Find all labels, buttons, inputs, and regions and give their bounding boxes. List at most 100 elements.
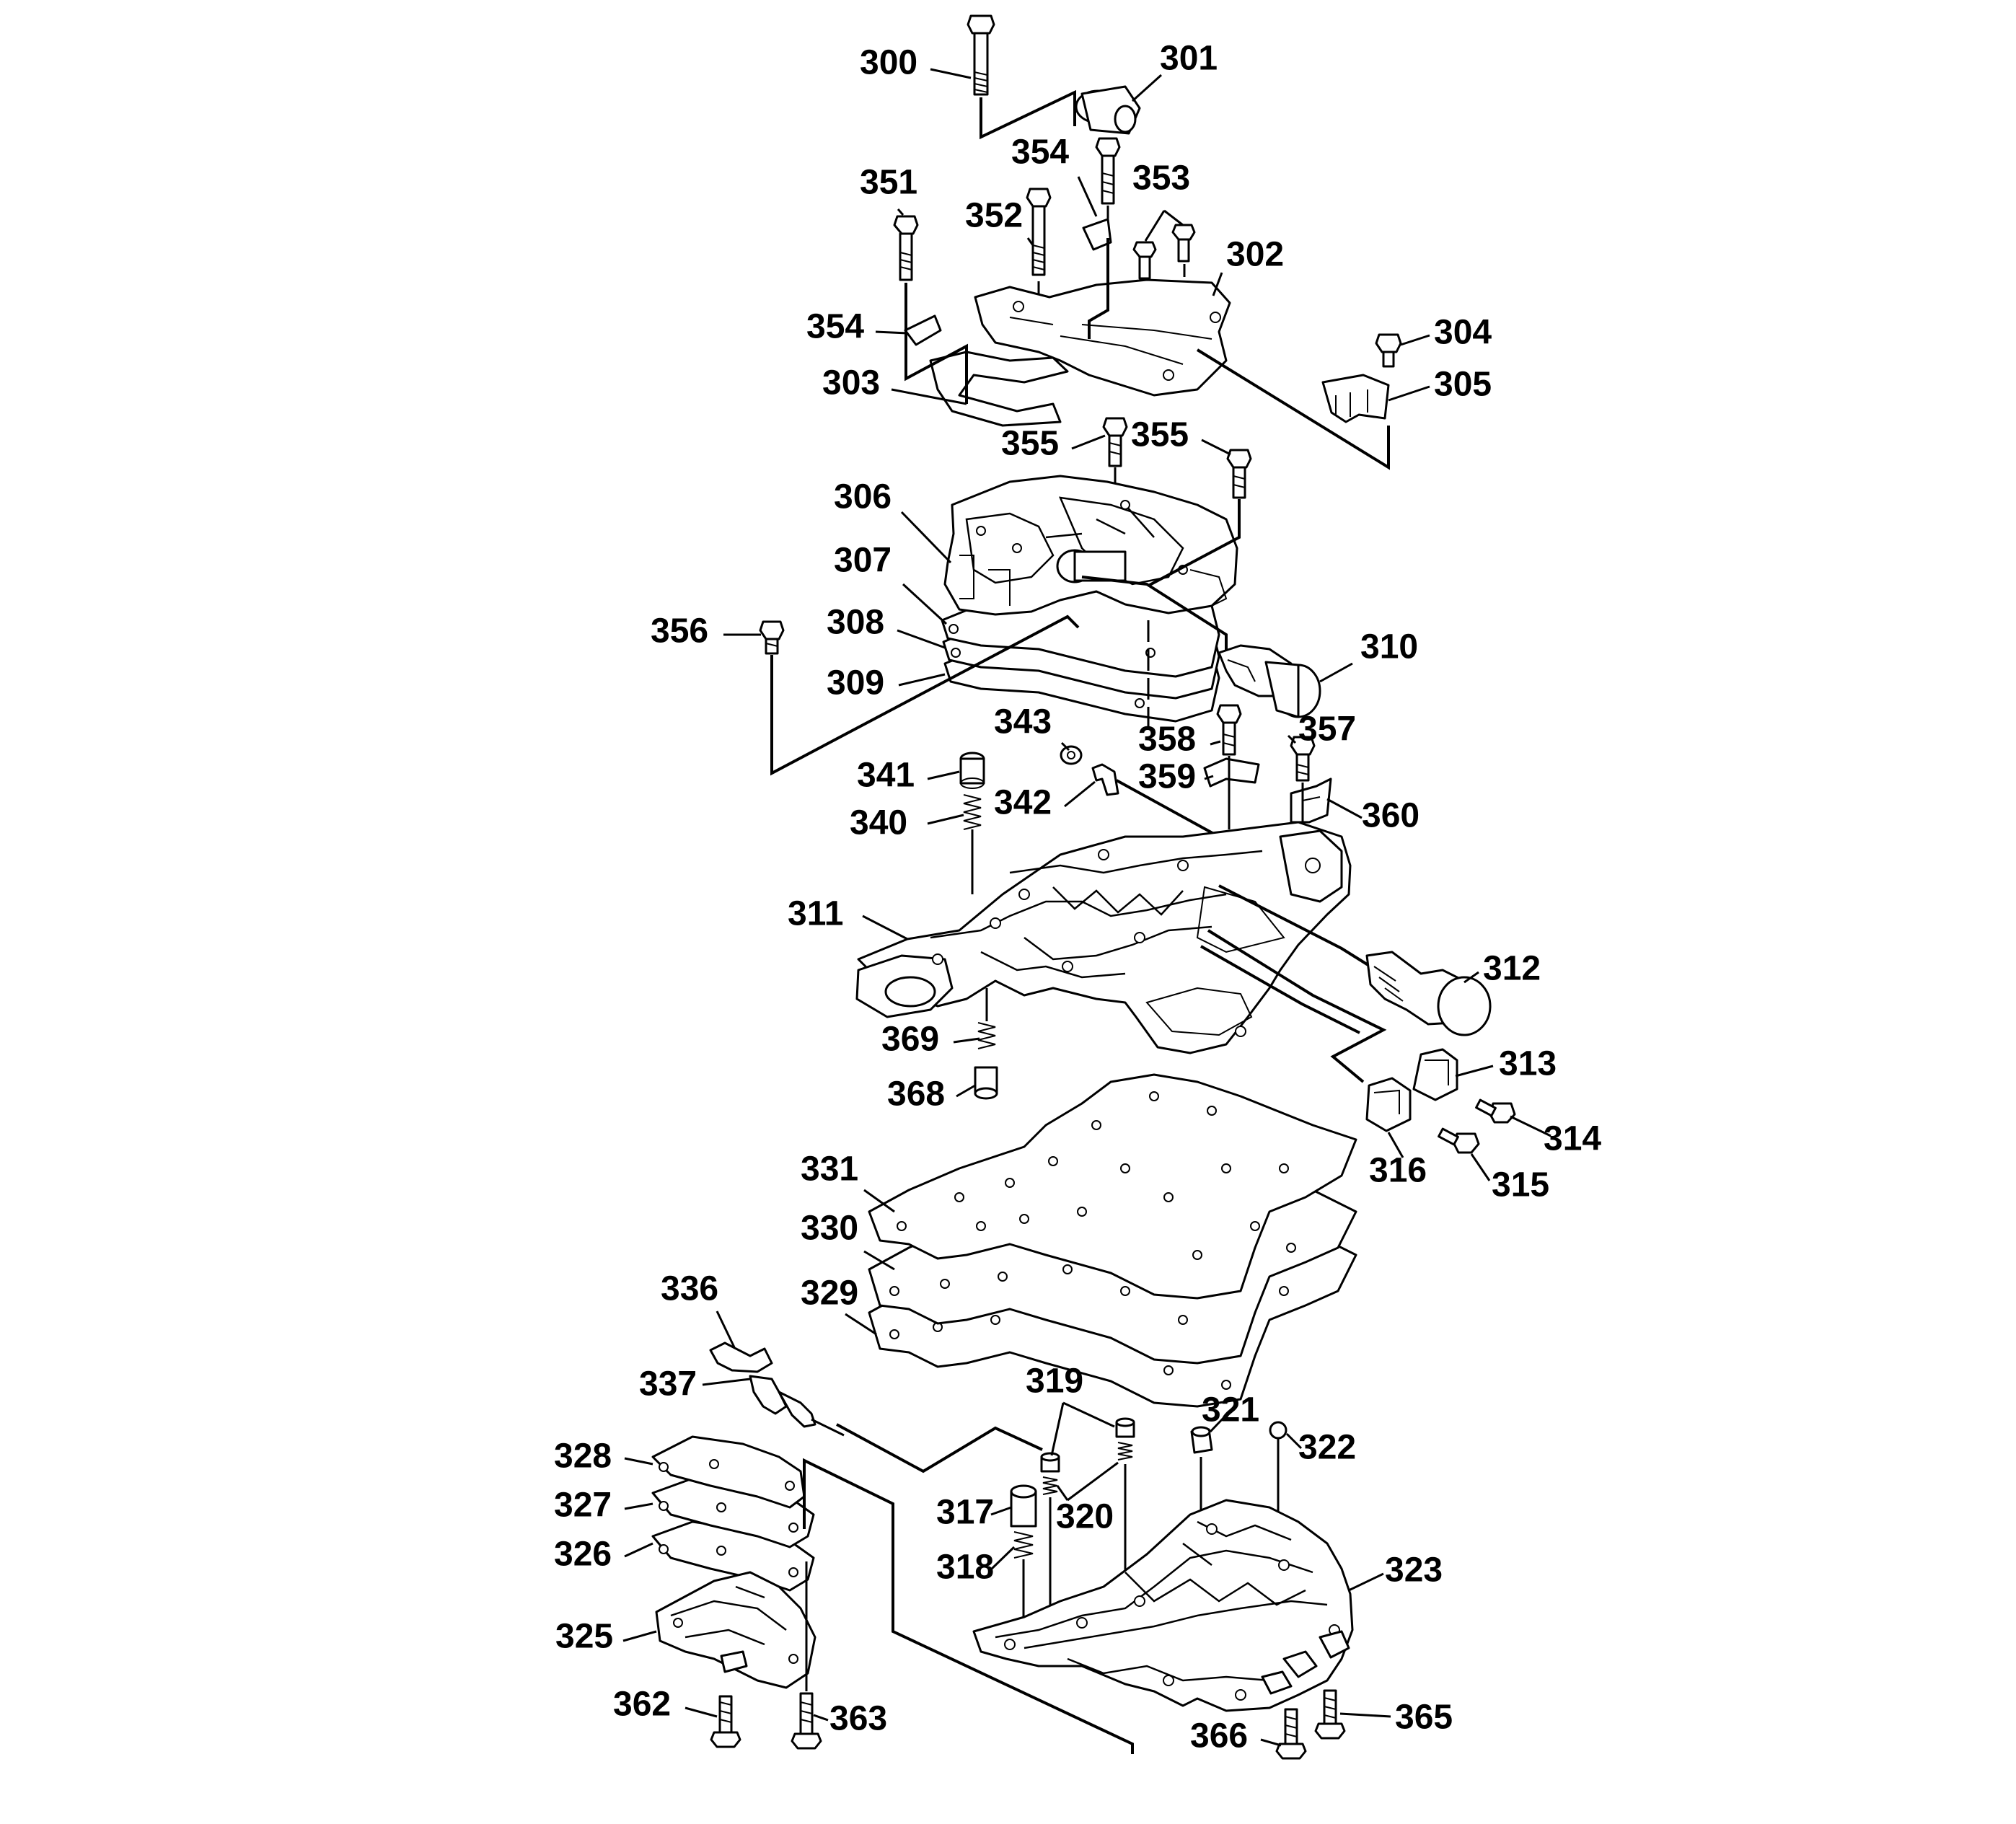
assembly-line-355 — [1148, 499, 1241, 587]
callout-317: 317 — [936, 1494, 994, 1532]
assembly-line-300 — [980, 89, 1076, 140]
callout-336: 336 — [661, 1270, 718, 1308]
callout-316: 316 — [1369, 1152, 1427, 1190]
callout-359: 359 — [1138, 758, 1196, 796]
callout-328: 328 — [554, 1437, 612, 1476]
solenoid-312 — [1365, 951, 1492, 1036]
assembly-line-337 — [836, 1423, 1043, 1473]
solenoid-310 — [1218, 644, 1321, 718]
ball-322 — [1269, 1421, 1287, 1440]
solenoid-313 — [1412, 1048, 1458, 1101]
callout-307: 307 — [834, 542, 892, 580]
callout-356: 356 — [651, 612, 708, 651]
callout-318: 318 — [936, 1548, 994, 1587]
callout-354-upper: 354 — [1011, 133, 1069, 172]
plug-368 — [974, 1066, 998, 1100]
assembly-line-351 — [904, 283, 968, 404]
bolt-365 — [1314, 1689, 1346, 1740]
valve-body-325 — [655, 1571, 816, 1689]
bolt-355-a — [1102, 417, 1128, 467]
callout-322: 322 — [1298, 1429, 1356, 1467]
bolt-304 — [1375, 333, 1402, 368]
callout-306: 306 — [834, 478, 892, 516]
callout-303: 303 — [822, 364, 880, 402]
gasket-331 — [868, 1073, 1357, 1300]
bolt-362 — [710, 1695, 741, 1748]
bolt-354-upper — [1095, 137, 1121, 205]
spring-340 — [963, 794, 982, 830]
assembly-line-310 — [1081, 576, 1228, 656]
callout-355-b: 355 — [1131, 416, 1189, 454]
clip-354-upper — [1082, 218, 1112, 251]
callout-365: 365 — [1395, 1699, 1453, 1737]
callout-326: 326 — [554, 1536, 612, 1574]
callout-304: 304 — [1434, 314, 1492, 352]
callout-302: 302 — [1226, 236, 1284, 274]
assembly-line-316 — [1200, 945, 1360, 1034]
callout-353: 353 — [1132, 159, 1190, 198]
bolt-351 — [893, 215, 919, 281]
plug-319-b — [1115, 1417, 1135, 1438]
callout-354-lower: 354 — [806, 308, 864, 346]
spring-318 — [1013, 1531, 1034, 1559]
callout-315: 315 — [1492, 1166, 1549, 1204]
callout-327: 327 — [554, 1486, 612, 1525]
callout-312: 312 — [1483, 950, 1541, 988]
spring-320-a — [1042, 1476, 1058, 1495]
callout-305: 305 — [1434, 366, 1492, 404]
callout-366: 366 — [1190, 1717, 1248, 1755]
callout-355-a: 355 — [1001, 425, 1059, 463]
bolt-363 — [791, 1692, 822, 1750]
assembly-line-356 — [770, 614, 1080, 776]
spring-320-b — [1117, 1442, 1133, 1460]
bolt-353-a — [1132, 241, 1157, 280]
callout-313: 313 — [1499, 1045, 1557, 1083]
valve-body-323 — [972, 1499, 1354, 1712]
callout-351: 351 — [860, 164, 917, 202]
plate-303 — [929, 351, 1069, 427]
callout-310: 310 — [1360, 628, 1418, 666]
callout-311: 311 — [788, 895, 843, 933]
clip-360 — [1290, 777, 1332, 824]
callout-321: 321 — [1202, 1391, 1259, 1429]
callout-320: 320 — [1056, 1498, 1114, 1536]
assembly-line-352 — [1088, 238, 1109, 339]
callout-337: 337 — [639, 1365, 697, 1404]
assembly-line-325 — [803, 1458, 1134, 1754]
callout-329: 329 — [801, 1274, 858, 1313]
callout-363: 363 — [829, 1700, 887, 1738]
callout-369: 369 — [881, 1021, 939, 1059]
nut-343 — [1060, 745, 1083, 765]
callout-357: 357 — [1298, 710, 1356, 749]
bolt-357 — [1290, 736, 1316, 782]
connector-336 — [709, 1341, 773, 1373]
assembly-line-342 — [1116, 779, 1220, 838]
callout-362: 362 — [613, 1686, 671, 1724]
callout-319: 319 — [1026, 1362, 1083, 1401]
bolt-352 — [1026, 188, 1052, 276]
clip-342 — [1091, 763, 1119, 796]
plug-341 — [959, 752, 985, 789]
callout-340: 340 — [850, 804, 907, 842]
assembly-line-304 — [1196, 348, 1390, 470]
callout-343: 343 — [994, 703, 1052, 741]
bolt-358 — [1216, 704, 1242, 756]
callout-labels: 300 301 354 353 351 352 302 354 303 304 … — [554, 40, 1601, 1755]
assembly-line-313 — [1207, 929, 1387, 1083]
clip-359 — [1203, 757, 1260, 788]
bolt-355-b — [1226, 449, 1252, 499]
callout-309: 309 — [827, 664, 884, 702]
callout-300: 300 — [860, 44, 917, 82]
bolt-314 — [1475, 1098, 1516, 1124]
valve-body-311 — [855, 821, 1352, 1054]
callout-leaders — [622, 68, 1551, 1747]
callout-325: 325 — [555, 1618, 613, 1656]
solenoid-316 — [1365, 1077, 1412, 1132]
callout-352: 352 — [965, 197, 1023, 235]
bolt-300 — [967, 14, 995, 96]
clip-354-lower — [904, 314, 942, 346]
solenoid-301 — [1075, 85, 1141, 135]
harness-337 — [749, 1375, 845, 1437]
clip-305 — [1321, 374, 1390, 423]
